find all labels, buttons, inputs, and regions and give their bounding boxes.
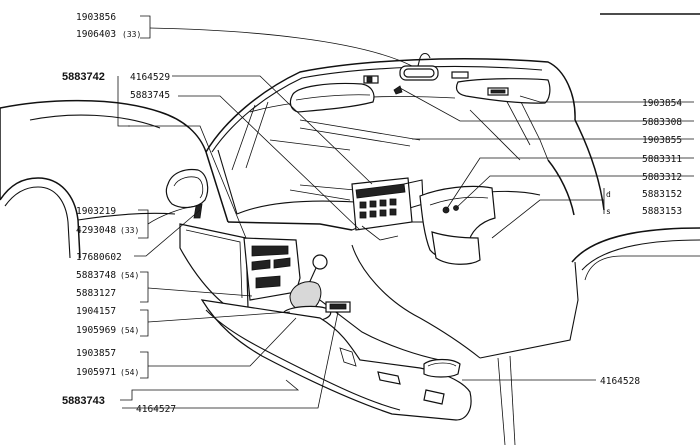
label-4293048-suffix: (33) [120, 226, 139, 235]
label-1905971: 1905971 [76, 367, 116, 378]
label-5883308: 5883308 [642, 117, 682, 128]
label-5883153-side: s [606, 207, 611, 216]
label-5883312: 5883312 [642, 172, 682, 183]
center-dash-panel [351, 177, 425, 241]
glovebox-bracket [419, 185, 496, 265]
label-4164527: 4164527 [136, 404, 176, 415]
label-5883152-side: d [606, 190, 611, 199]
label-1903855: 1903855 [642, 135, 682, 146]
label-5883152: 5883152 [642, 189, 682, 200]
side-mirror [165, 168, 209, 219]
sun-visor-left [289, 75, 379, 113]
label-1904157: 1904157 [76, 306, 116, 317]
label-5883748-suffix: (54) [120, 271, 139, 280]
label-1906403: 1906403 [76, 29, 116, 40]
label-5883127: 5883127 [76, 288, 116, 299]
label-17680602: 17680602 [76, 252, 122, 263]
label-5883748: 5883748 [76, 270, 116, 281]
leader-lines [117, 15, 694, 409]
label-5883153: 5883153 [642, 206, 682, 217]
label-5883743: 5883743 [62, 395, 105, 407]
label-1905971-suffix: (54) [120, 368, 139, 377]
label-1903219: 1903219 [76, 206, 116, 217]
label-4293048: 4293048 [76, 225, 116, 236]
label-1906403-suffix: (33) [122, 30, 141, 39]
sun-visor-right [451, 71, 551, 104]
console-housing [243, 237, 301, 301]
label-1903857: 1903857 [76, 348, 116, 359]
label-4164529: 4164529 [130, 72, 170, 83]
label-1903854: 1903854 [642, 98, 682, 109]
label-5883311: 5883311 [642, 154, 682, 165]
kick-panel [179, 223, 249, 311]
label-1903856: 1903856 [76, 12, 116, 23]
part-labels: 1903856 1906403 (33) 5883742 4164529 588… [62, 12, 682, 415]
label-5883745: 5883745 [130, 90, 170, 101]
label-1905969: 1905969 [76, 325, 116, 336]
center-console-tray [200, 299, 472, 421]
label-1905969-suffix: (54) [120, 326, 139, 335]
label-4164528: 4164528 [600, 376, 640, 387]
label-5883742: 5883742 [62, 71, 105, 83]
ashtray [423, 358, 461, 378]
